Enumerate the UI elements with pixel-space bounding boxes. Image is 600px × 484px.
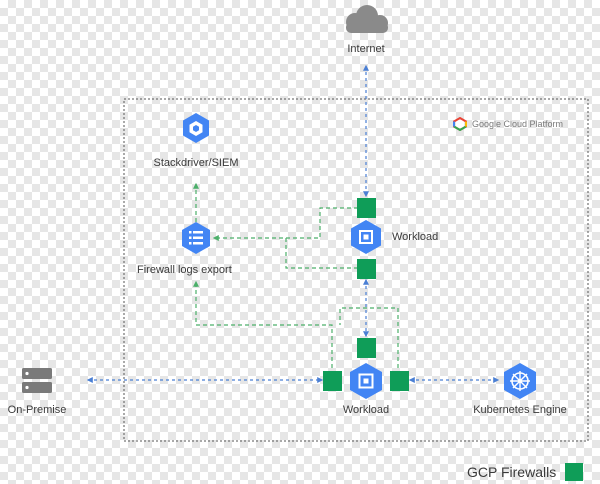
firewall-bottom-north [357,338,376,358]
flow-right-fw-to-logs [339,307,399,382]
compute-engine-icon [351,220,381,254]
on-premise-label: On-Premise [7,404,67,416]
gcp-platform-label: Google Cloud Platform [472,118,564,129]
flow-bottom-fw-to-logs [193,280,333,382]
firewall-top-ingress [357,198,376,218]
log-flows [193,182,399,382]
kubernetes-icon [504,363,536,399]
firewall-top-egress [357,259,376,279]
cloud-icon [346,5,388,33]
flow-workload-fw-bottom-to-logs [285,238,358,269]
workload-top-label: Workload [392,231,439,243]
internet-label: Internet [347,43,385,55]
kubernetes-label: Kubernetes Engine [473,404,567,416]
workload-bottom-label: Workload [342,404,390,416]
legend-firewall-swatch [565,463,584,481]
firewall-logs-label: Firewall logs export [137,264,232,276]
server-icon [22,368,52,393]
flow-workload-fw-to-logs [212,207,358,241]
gcp-boundary [123,98,589,442]
gcp-logo: Google Cloud Platform [452,117,563,131]
stackdriver-label: Stackdriver/SIEM [153,157,239,169]
stackdriver-icon [183,113,209,143]
compute-engine-icon [350,363,382,399]
gcp-logo-icon [453,117,467,131]
logs-export-icon [182,222,210,254]
legend-label: GCP Firewalls [467,464,557,480]
legend: GCP Firewalls [467,463,584,481]
firewall-bottom-east [390,371,409,391]
firewall-bottom-west [323,371,342,391]
firewalls [323,198,409,391]
traffic-flows [86,64,500,383]
